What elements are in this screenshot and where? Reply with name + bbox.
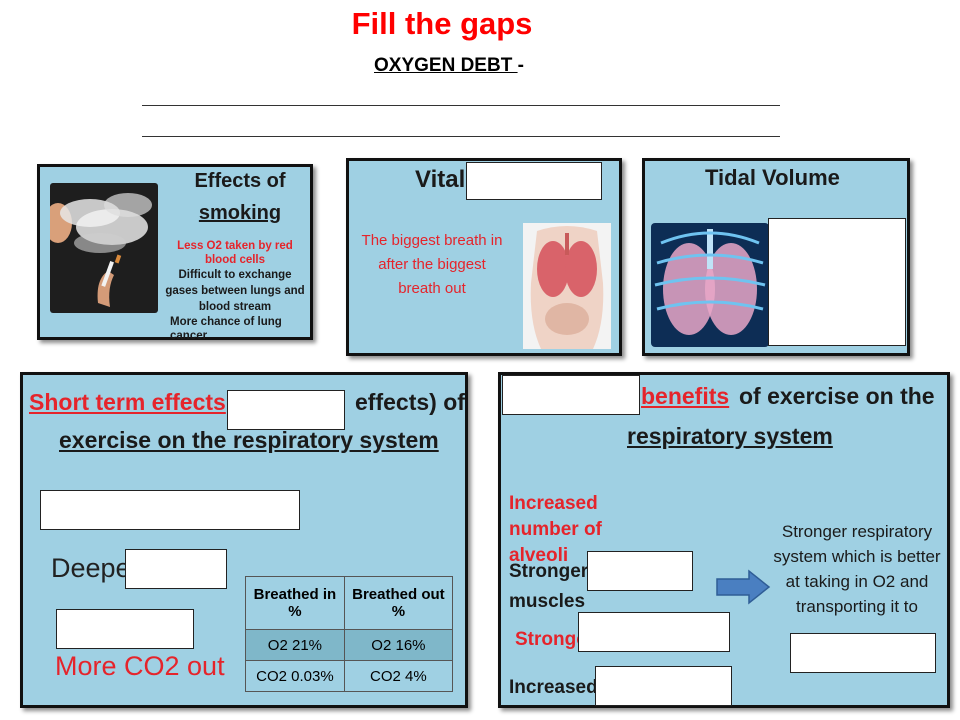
vital-panel: Vital The biggest breath in after the bi… (346, 158, 622, 356)
table-cell: CO2 4% (343, 660, 454, 692)
smoking-title-line1: Effects of (194, 170, 286, 192)
muscles-label: Stronger muscles (509, 561, 589, 612)
smoking-photo (50, 183, 158, 313)
short-term-title-blank[interactable] (227, 390, 345, 430)
alveoli-label: Increased number of alveoli (509, 493, 602, 566)
outcome-blank[interactable] (790, 633, 936, 673)
muscles-blank[interactable] (587, 551, 693, 591)
smoking-point-3: More chance of lung cancer (170, 316, 282, 342)
answer-line-1 (142, 105, 780, 106)
smoking-panel: Effects of smoking Less O2 taken by red … (37, 164, 313, 342)
smoking-title-line2: smoking (198, 202, 282, 224)
benefits-title-tail: of exercise on the (739, 383, 935, 409)
right-arrow-icon (716, 569, 771, 605)
page-title: Fill the gaps (351, 6, 533, 41)
oxygen-debt-prompt: OXYGEN DEBT - (374, 55, 524, 77)
table-cell: O2 16% (343, 629, 454, 661)
more-co2-label: More CO2 out (55, 651, 225, 681)
short-term-title-tail: effects) of (355, 389, 465, 415)
benefits-title-line2: respiratory system (627, 423, 833, 449)
vital-title: Vital (415, 166, 466, 193)
smoking-point-2: Difficult to exchange gases between lung… (165, 269, 305, 313)
increased-blank[interactable] (595, 666, 732, 706)
breath-table: Breathed in % Breathed out % O2 21% O2 1… (245, 576, 454, 692)
vital-description: The biggest breath in after the biggest … (361, 232, 503, 297)
benefits-title-blank[interactable] (502, 375, 640, 415)
table-header-out: Breathed out % (343, 576, 454, 630)
stronger-label: Stronger (515, 629, 595, 650)
table-header-in: Breathed in % (245, 576, 345, 630)
tidal-title: Tidal Volume (705, 165, 840, 190)
short-term-blank-3[interactable] (56, 609, 194, 649)
lungs-xray-image (651, 223, 769, 347)
torso-lungs-image (523, 223, 611, 349)
short-term-title-line2: exercise on the respiratory system (59, 427, 439, 453)
deeper-label: Deeper (51, 553, 140, 583)
oxygen-debt-dash: - (517, 55, 524, 76)
smoking-point-1: Less O2 taken by red blood cells (177, 240, 293, 266)
outcome-text: Stronger respiratory system which is bet… (773, 522, 941, 616)
stronger-blank[interactable] (578, 612, 730, 652)
table-cell: CO2 0.03% (245, 660, 345, 692)
short-term-blank-1[interactable] (40, 490, 300, 530)
table-cell: O2 21% (245, 629, 345, 661)
answer-line-2 (142, 136, 780, 137)
benefits-title-red: benefits (641, 383, 730, 409)
vital-blank[interactable] (466, 162, 602, 200)
short-term-title-red: Short term effects (29, 389, 226, 415)
tidal-blank[interactable] (768, 218, 906, 346)
deeper-blank[interactable] (125, 549, 227, 589)
increased-label: Increased (509, 677, 598, 698)
oxygen-debt-label: OXYGEN DEBT (374, 55, 518, 76)
smoking-title: Effects of smoking (180, 169, 300, 225)
